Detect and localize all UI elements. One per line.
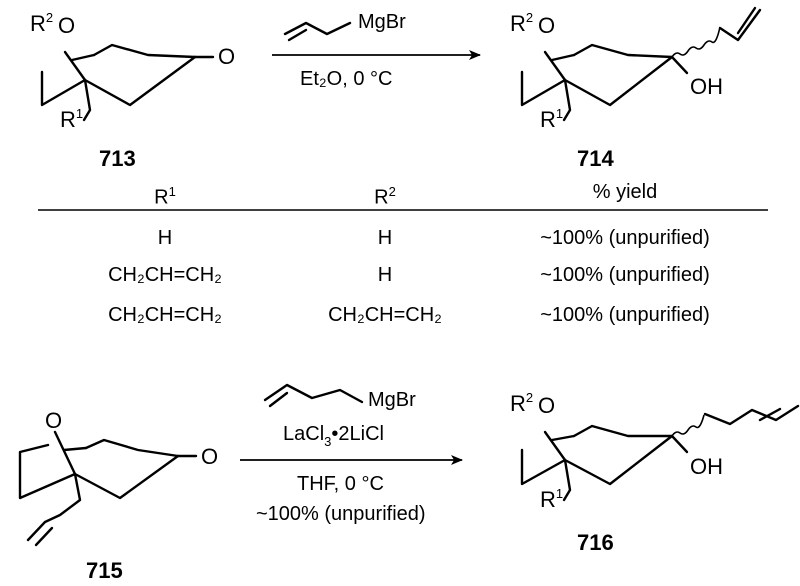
compound-716-r2-label: R2: [510, 390, 533, 416]
table-row-1-yield: ~100% (unpurified): [540, 227, 710, 249]
compound-715-carbonyl-oxygen: O: [201, 444, 218, 469]
compound-715-ring-oxygen: O: [45, 408, 62, 433]
compound-716-ring-oxygen: O: [538, 393, 555, 418]
reaction-2-reagent-butenyl: [263, 383, 364, 408]
compound-713-id: 713: [99, 146, 136, 171]
reaction-1-reagent-label: MgBr: [358, 11, 406, 33]
table-row-1-r2: H: [377, 227, 393, 249]
reaction-2-yield: ~100% (unpurified): [256, 503, 426, 525]
table-header-r1: R1: [154, 184, 176, 209]
reaction-1-reagent-allyl: [283, 21, 352, 42]
table-header-yield: % yield: [592, 181, 658, 203]
table-row-3-yield: ~100% (unpurified): [540, 304, 710, 326]
compound-714-r2-label: R2: [510, 10, 533, 36]
compound-713-r1-label: R1: [60, 106, 83, 132]
table-row-2-r1: CH₂CH=CH₂: [108, 264, 222, 286]
compound-713-r2-label: R2: [30, 10, 53, 36]
table-row-3-r2: CH₂CH=CH₂: [328, 304, 442, 326]
compound-714-structure: R2 O R1 OH: [510, 6, 762, 132]
compound-714-r1-label: R1: [540, 106, 563, 132]
compound-714-id: 714: [577, 146, 614, 171]
table-row-1-r1: H: [157, 227, 173, 249]
table-row-3-r1: CH₂CH=CH₂: [108, 304, 222, 326]
reaction-2-additive: LaCl3•2LiCl: [283, 423, 384, 449]
compound-716-structure: R2 O R1 OH: [510, 390, 800, 512]
compound-714-ring-oxygen: O: [538, 13, 555, 38]
compound-713-structure: R2 O R1 O: [30, 10, 235, 132]
compound-715-structure: O O: [18, 408, 218, 547]
table-row-2-r2: H: [377, 264, 393, 286]
reaction-2-conditions: THF, 0 °C: [297, 473, 384, 495]
compound-714-hydroxyl: OH: [690, 74, 723, 99]
table-header-r2: R2: [374, 184, 396, 209]
compound-713-carbonyl-oxygen: O: [218, 44, 235, 69]
compound-716-r1-label: R1: [540, 486, 563, 512]
compound-716-hydroxyl: OH: [690, 454, 723, 479]
compound-715-id: 715: [86, 558, 123, 583]
compound-716-id: 716: [577, 530, 614, 555]
table-row-2-yield: ~100% (unpurified): [540, 264, 710, 286]
reaction-2-reagent-label: MgBr: [368, 389, 416, 411]
compound-713-ring-oxygen: O: [58, 13, 75, 38]
reaction-1-conditions: Et₂O, 0 °C: [300, 68, 392, 90]
